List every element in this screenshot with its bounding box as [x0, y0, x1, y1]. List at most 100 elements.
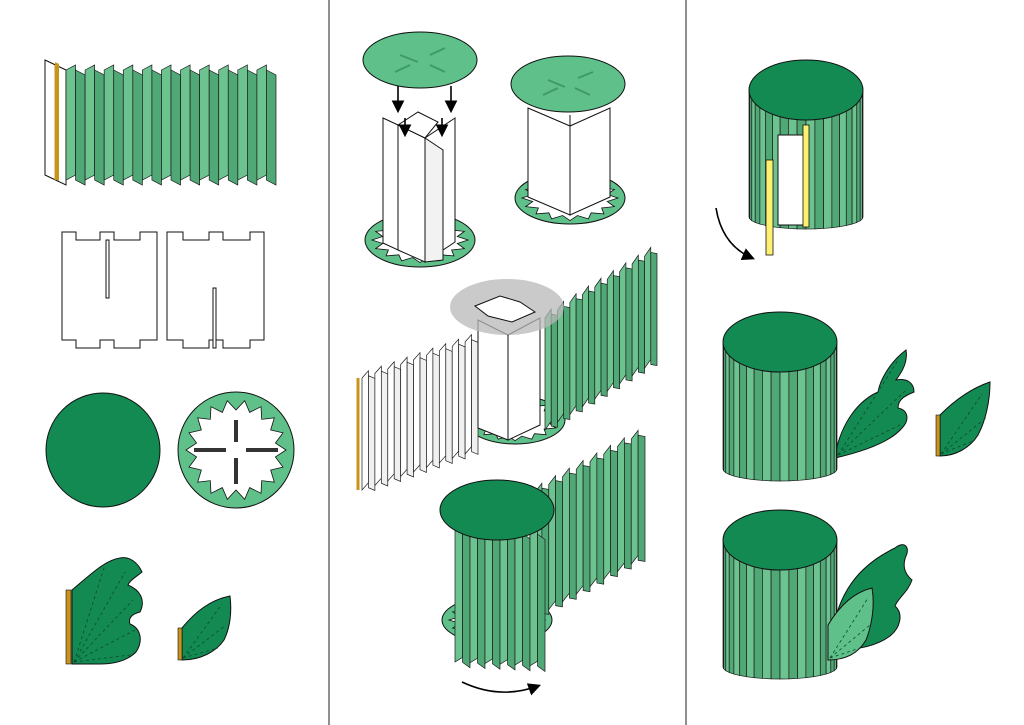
pleat-fold — [619, 261, 627, 385]
pleat-fold — [569, 472, 577, 600]
pleat-fold — [247, 69, 258, 186]
down-arrow-icon — [391, 86, 458, 138]
pleat-fold — [199, 64, 210, 181]
pleat-fold — [613, 275, 621, 390]
pleat-fold — [477, 530, 486, 670]
pleat-fold — [557, 300, 565, 424]
leaf-small — [177, 595, 232, 661]
pleat-fold — [406, 361, 414, 478]
pleat-fold — [492, 531, 501, 670]
pleat-fold — [746, 353, 755, 481]
pleat-fold — [762, 355, 772, 482]
pleat-fold — [471, 339, 479, 455]
pleat-fold — [469, 525, 478, 664]
pleat-fold — [161, 64, 172, 181]
pleat-fold — [380, 370, 389, 487]
pleat-fold — [725, 545, 730, 674]
pleat-fold — [751, 95, 756, 224]
pleat-fold — [400, 356, 408, 478]
pleat-fold — [753, 552, 763, 679]
pleat-fold — [522, 532, 531, 672]
pleat-fold — [451, 338, 460, 460]
pleat-fold — [122, 64, 134, 181]
pleat-fold — [788, 553, 798, 680]
pleat-fold — [582, 465, 591, 593]
pleat-fold — [563, 306, 571, 420]
pleat-fold — [151, 69, 162, 186]
pleat-fold — [630, 429, 639, 566]
pleat-fold — [464, 333, 472, 455]
pleat-fold — [814, 103, 824, 230]
pleat-fold — [733, 548, 741, 676]
pleat-fold — [65, 64, 76, 181]
pleat-fold — [462, 529, 471, 669]
pleat-fold — [484, 526, 493, 665]
pleat-fold — [739, 550, 747, 678]
pleat-fold — [625, 267, 633, 382]
pleat-fold — [797, 552, 807, 679]
pleat-fold — [770, 355, 781, 482]
pleat-fold — [507, 531, 516, 671]
pleat-fold — [779, 355, 790, 482]
pleat-fold — [823, 102, 833, 229]
pleat-fold — [631, 254, 639, 378]
pleat-fold — [438, 342, 447, 464]
pleat-fold — [227, 69, 239, 186]
pleat-fold — [237, 64, 248, 181]
notched-rim — [185, 400, 287, 500]
pleat-fold — [94, 69, 105, 186]
pleat-fold — [831, 101, 840, 229]
pleat-fold — [589, 451, 598, 588]
panel-assembly — [356, 31, 658, 696]
step-attach-small-leaf — [722, 509, 913, 680]
pleat-fold — [779, 553, 790, 680]
pleat-fold — [805, 551, 814, 679]
pleat-fold — [856, 95, 861, 224]
pleat-fold — [739, 352, 747, 480]
pleat-fold — [728, 546, 735, 675]
panel-components — [44, 59, 295, 665]
pleat-fold — [113, 69, 124, 186]
pleat-fold — [594, 277, 602, 401]
step-close-wrap — [715, 59, 864, 261]
pleat-fold — [180, 64, 191, 181]
pleat-fold — [830, 347, 835, 476]
pleat-fold — [851, 96, 858, 225]
pleat-fold — [84, 64, 95, 181]
pleat-fold — [368, 375, 376, 492]
pleat-fold — [733, 350, 741, 478]
pleat-fold — [432, 352, 440, 469]
step-insert-cross — [362, 31, 478, 268]
pleat-fold — [845, 98, 853, 226]
pleat-fold — [537, 533, 546, 673]
pleat-fold — [610, 449, 618, 578]
pleat-fold — [361, 369, 369, 491]
pleat-fold — [142, 64, 153, 181]
pleat-fold — [839, 100, 847, 228]
leaf-large — [65, 557, 143, 665]
pleat-fold — [266, 69, 277, 186]
base-disc-notched — [177, 391, 295, 509]
pleat-fold — [218, 64, 229, 181]
pleat-fold — [189, 69, 200, 186]
pleat-fold — [637, 259, 645, 374]
rotate-arrow-icon — [461, 681, 542, 696]
pleat-fold — [103, 64, 115, 181]
pleat-fold — [550, 313, 558, 428]
pleat-fold — [426, 347, 434, 469]
pleat-fold — [861, 91, 864, 219]
pleat-fold — [374, 365, 382, 487]
pleat-fold — [588, 290, 596, 405]
pleat-fold — [788, 355, 798, 482]
pleat-fold — [208, 69, 220, 186]
slotted-piece-right — [166, 231, 265, 349]
pleat-fold — [458, 343, 466, 460]
pleat-fold — [555, 480, 563, 608]
pleat-fold — [746, 551, 755, 679]
pleat-fold — [725, 347, 730, 476]
pleat-fold — [499, 526, 508, 665]
pleat-fold — [813, 550, 821, 678]
pleat-fold — [819, 350, 827, 478]
panel-finishing — [715, 59, 991, 680]
pleat-fold — [581, 284, 589, 408]
